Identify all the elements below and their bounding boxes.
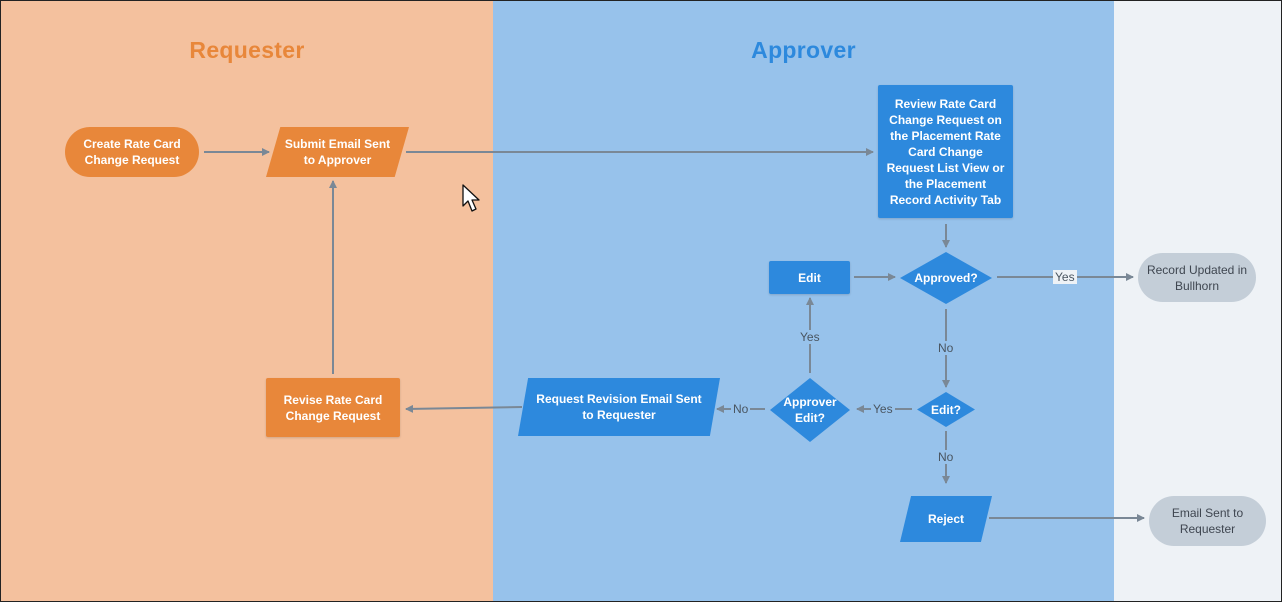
node-create-request[interactable]: Create Rate Card Change Request [65,127,199,177]
label-edit-yes: Yes [871,402,895,416]
label-approver-edit-no: No [731,402,751,416]
label-edit-no: No [936,450,956,464]
node-reject[interactable]: Reject [900,496,992,542]
node-edit-action[interactable]: Edit [769,261,850,294]
mouse-cursor-icon [462,184,480,212]
node-review-request[interactable]: Review Rate Card Change Request on the P… [878,85,1013,218]
node-revise-request[interactable]: Revise Rate Card Change Request [266,378,400,437]
node-submit-email[interactable]: Submit Email Sent to Approver [266,127,409,177]
lane-title-requester: Requester [189,37,305,63]
node-email-requester[interactable]: Email Sent to Requester [1149,496,1266,546]
lane-requester [1,1,493,601]
label-approved-no: No [936,341,956,355]
lane-title-approver: Approver [751,37,856,63]
edge-revision-to-revise [405,404,523,413]
node-record-updated[interactable]: Record Updated in Bullhorn [1138,253,1256,302]
label-approved-yes: Yes [1053,270,1077,284]
node-revision-email[interactable]: Request Revision Email Sent to Requester [518,378,720,436]
label-approver-edit-yes: Yes [798,330,822,344]
